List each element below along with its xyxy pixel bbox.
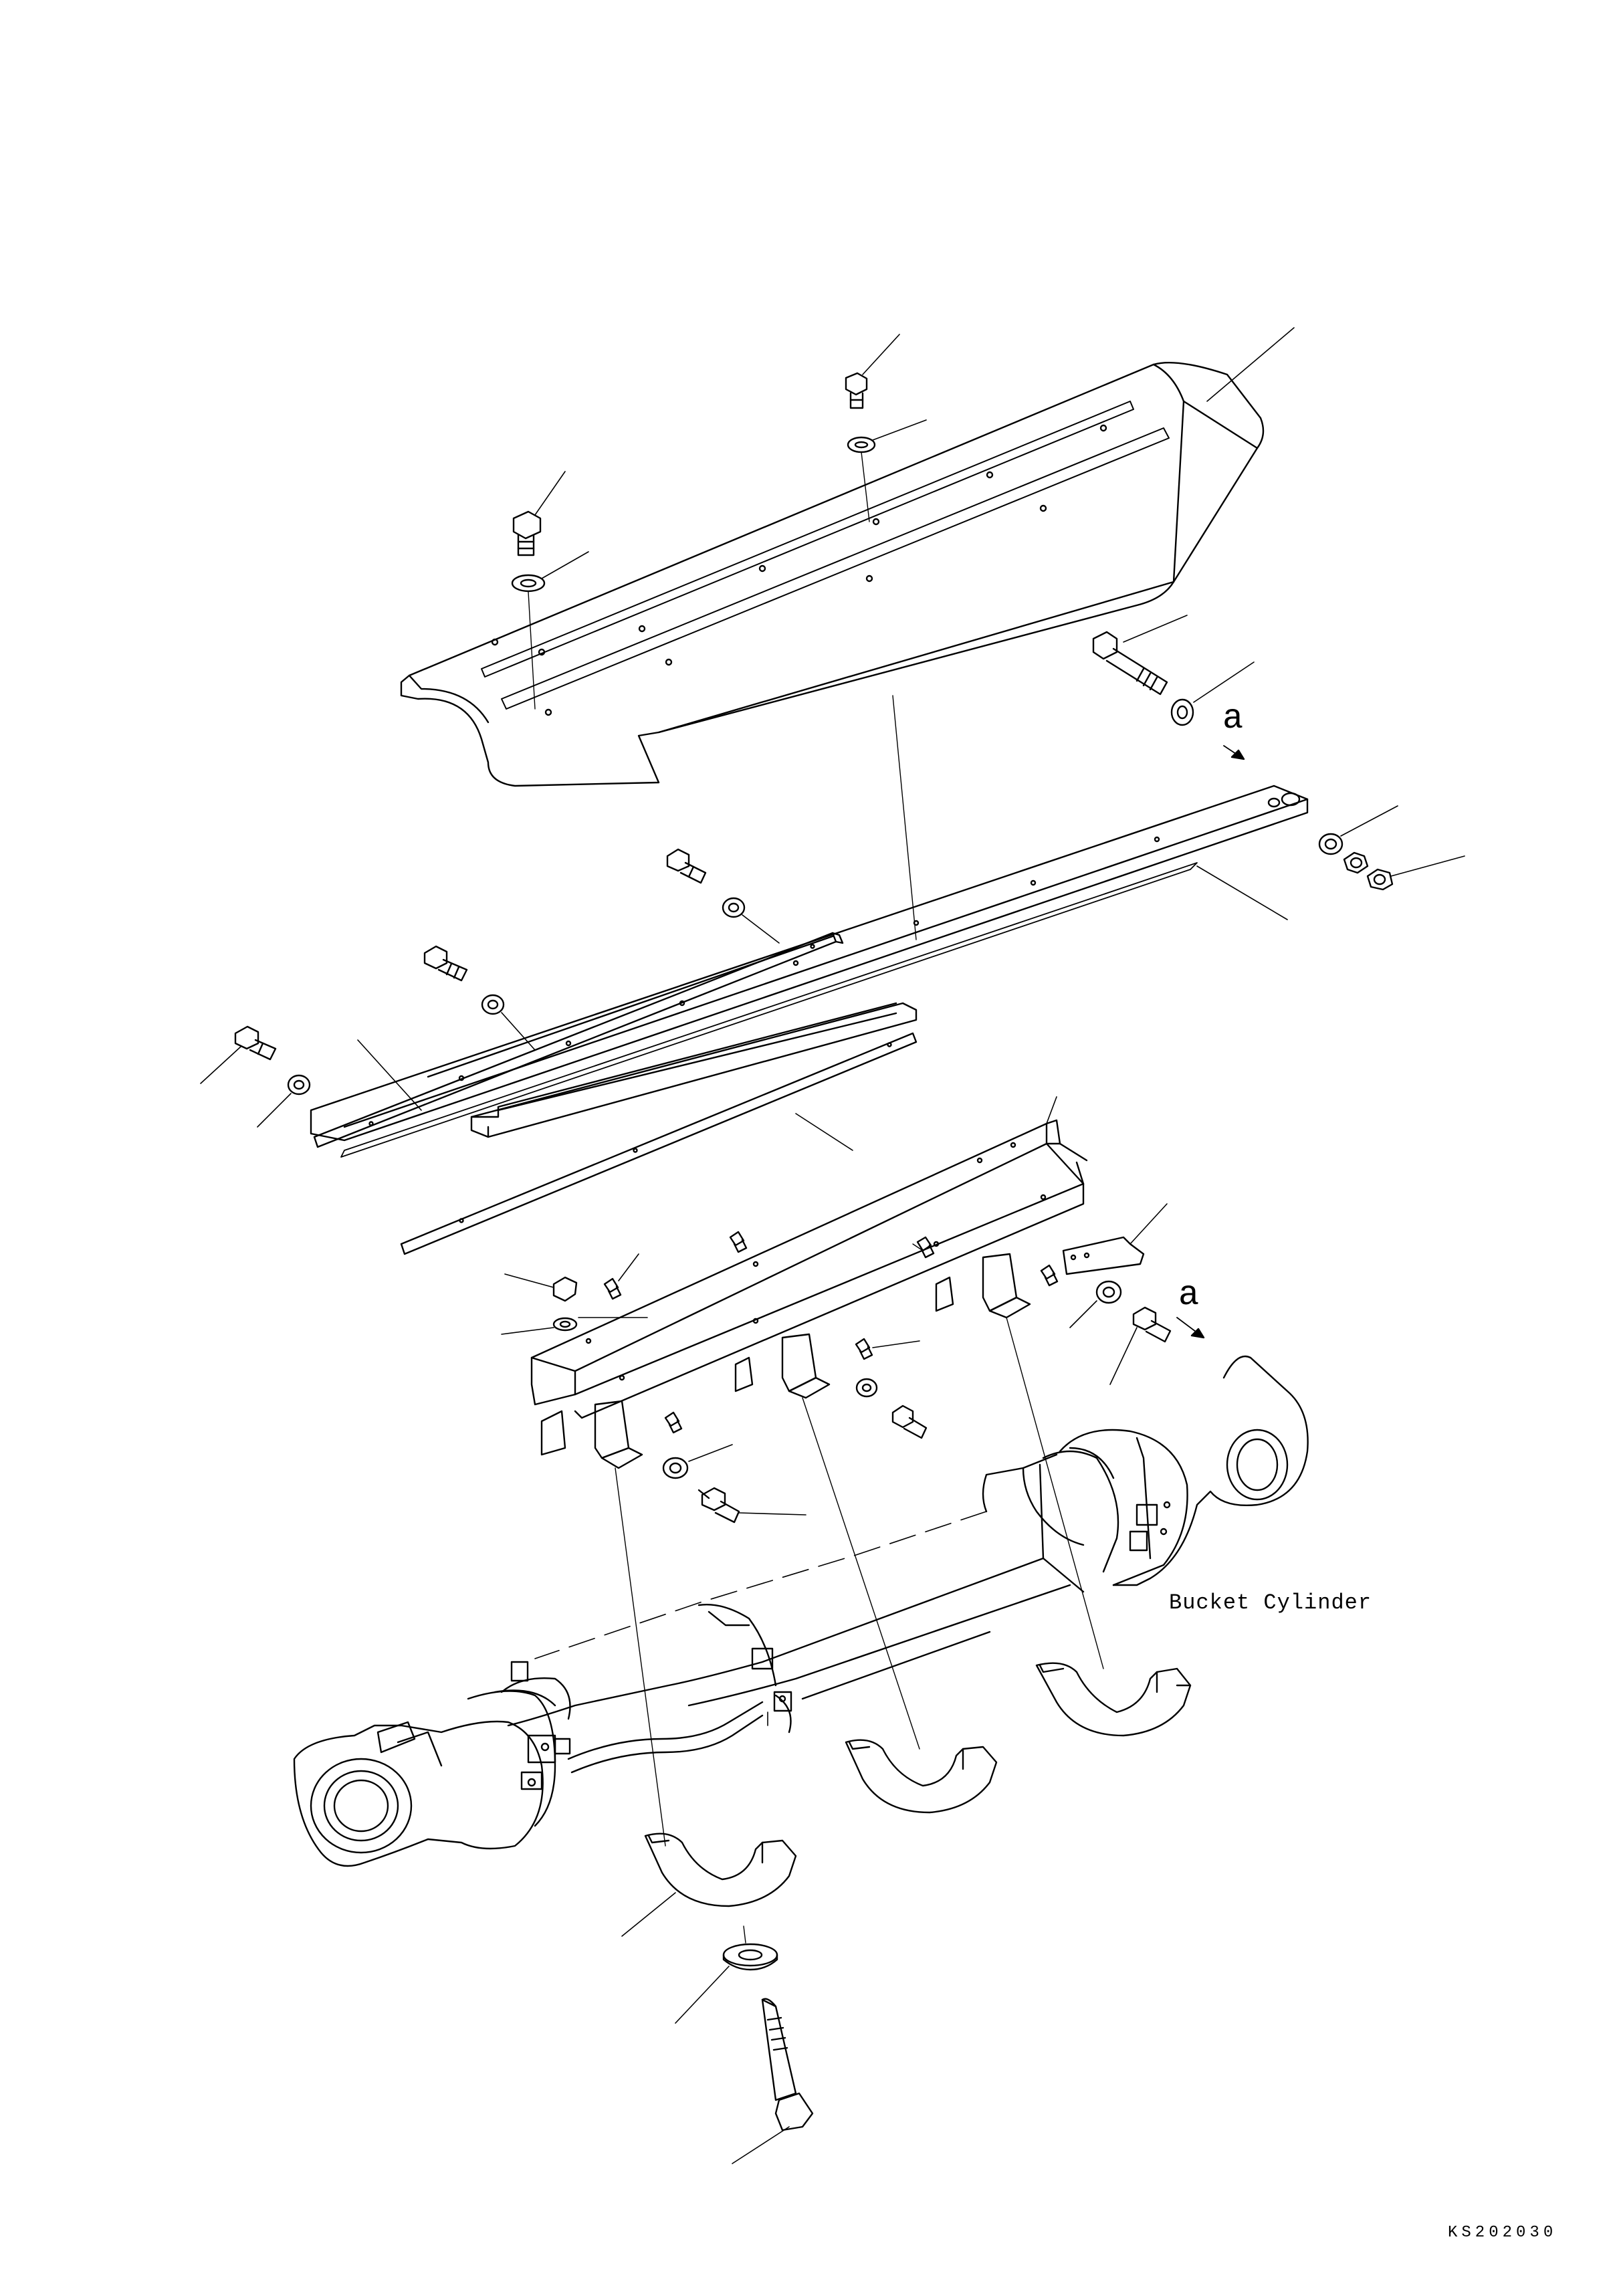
cylinder-barrel-left (293, 1689, 556, 1867)
lower-side-strip (400, 1032, 918, 1255)
grease-fitting-4 (1040, 1264, 1059, 1287)
cover-bolt-left (512, 471, 566, 556)
side-bolt-2 (423, 945, 468, 982)
loose-clamp-right (1035, 1662, 1192, 1737)
side-washer-1 (722, 897, 780, 944)
bracket-frame (530, 1096, 1088, 1419)
bracket-nut (504, 1273, 578, 1302)
cover-washer-center (847, 419, 927, 522)
cover-washer-left (511, 551, 589, 710)
long-rail (310, 695, 1309, 1158)
callout-label-bottom: a (1178, 1275, 1200, 1315)
bottom-long-bolt (732, 1998, 814, 2164)
bracket-clamp-right (935, 1253, 1104, 1669)
grease-fitting-2 (729, 1231, 748, 1253)
component-name-label: Bucket Cylinder (1169, 1590, 1372, 1615)
drawing-code-label: KS202030 (1448, 2224, 1557, 2242)
side-washer-3 (257, 1074, 311, 1128)
loose-clamp-center (845, 1739, 998, 1814)
grease-fitting-1 (912, 1236, 935, 1259)
bucket-cylinder (982, 1355, 1309, 1593)
bottom-washer (675, 1925, 778, 2024)
mid-bolt-2 (697, 1487, 806, 1524)
rail-end-nut-1 (1343, 851, 1369, 874)
cylinder-clamp-band-center (697, 1604, 792, 1734)
bracket-tab-right (1062, 1203, 1168, 1275)
callout-arrow-top (1223, 745, 1245, 760)
bracket-clamp-left (540, 1400, 666, 1847)
right-washer (1069, 1280, 1122, 1328)
rail-end-nut-2 (1366, 855, 1465, 891)
grease-fitting-6 (664, 1411, 683, 1434)
upper-side-strip (313, 932, 844, 1148)
rail-end-washer (1318, 805, 1398, 855)
spacer-block (470, 1002, 918, 1151)
mid-washer-1 (855, 1378, 878, 1398)
grease-fitting-3 (603, 1253, 639, 1300)
callout-label-top: a (1222, 699, 1244, 738)
callout-arrow-bottom (1176, 1317, 1205, 1339)
cylinder-rod (507, 1511, 1071, 1727)
side-bolt-3 (200, 1025, 277, 1084)
mid-bolt-1 (891, 1404, 928, 1439)
side-bolt-1 (666, 848, 707, 884)
mid-washer-2 (662, 1444, 733, 1479)
bracket-clamp-center (734, 1333, 920, 1750)
long-bolt (1092, 615, 1188, 696)
right-bolt (1109, 1306, 1172, 1385)
loose-clamp-left (621, 1833, 797, 1937)
bracket-washer-small (501, 1317, 648, 1335)
cylinder-clamp-band-left (500, 1661, 571, 1790)
long-bolt-washer (1170, 661, 1255, 726)
cover-bolt-center (845, 334, 900, 409)
cylinder-hose-pipe (567, 1631, 991, 1774)
grease-fitting-5 (855, 1338, 920, 1360)
cover-plate (400, 327, 1295, 787)
upper-side-strip-2 (357, 935, 834, 1111)
side-washer-2 (481, 994, 536, 1051)
